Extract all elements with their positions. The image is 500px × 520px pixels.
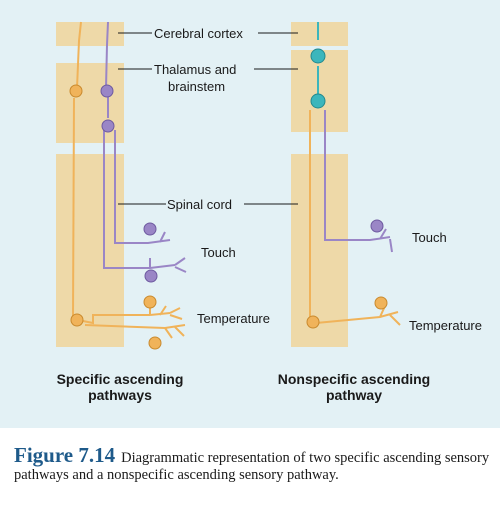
specific-touch-thalamic-neuron <box>100 84 114 98</box>
nonspecific-temp-receptor <box>374 296 388 310</box>
pathway-diagram <box>56 21 401 350</box>
title-specific-line1: Specific ascending <box>56 371 184 387</box>
label-temperature-specific: Temperature <box>197 311 270 326</box>
nonspecific-cortex-block <box>291 22 348 46</box>
specific-touch-neurons <box>100 84 158 283</box>
nonspecific-brainstem-neuron <box>310 93 326 109</box>
specific-temp-thalamic-neuron <box>69 84 83 98</box>
specific-touch-brainstem-neuron <box>101 119 115 133</box>
specific-temp-receptor-lower <box>148 336 162 350</box>
caption-text: Diagrammatic representation of two speci… <box>14 450 490 483</box>
label-thalamus-line2: brainstem <box>168 79 226 94</box>
specific-temp-spinal-neuron <box>70 313 84 327</box>
title-nonspecific-line1: Nonspecific ascending <box>277 371 431 387</box>
label-spinal-cord: Spinal cord <box>167 197 233 212</box>
specific-temp-receptor-upper <box>143 295 157 309</box>
figure-number: Figure 7.14 <box>14 443 116 467</box>
label-thalamus-line1: Thalamus and <box>154 62 237 77</box>
label-temperature-nonspecific: Temperature <box>409 318 482 333</box>
nonspecific-spinal-neuron <box>306 315 320 329</box>
label-cerebral-cortex: Cerebral cortex <box>154 26 243 41</box>
nonspecific-touch-receptor <box>370 219 384 233</box>
title-nonspecific-line2: pathway <box>325 387 382 403</box>
nonspecific-neurons <box>306 48 388 329</box>
nonspecific-cortex-neuron <box>310 48 326 64</box>
specific-touch-pathway <box>103 21 187 273</box>
leader-lines <box>118 32 298 205</box>
title-specific-pathways: Specific ascending pathways <box>30 371 210 403</box>
nonspecific-thalamus-block <box>291 50 348 132</box>
title-nonspecific-pathway: Nonspecific ascending pathway <box>254 371 454 403</box>
nonspecific-spinal-cord-block <box>291 154 348 347</box>
specific-thalamus-block <box>56 63 124 143</box>
label-touch-specific: Touch <box>201 245 236 260</box>
specific-touch-receptor-lower <box>144 269 158 283</box>
title-specific-line2: pathways <box>88 387 152 403</box>
specific-cortex-block <box>56 22 124 46</box>
specific-spinal-cord-block <box>56 154 124 347</box>
specific-temperature-neurons <box>69 84 162 350</box>
label-touch-nonspecific: Touch <box>412 230 447 245</box>
specific-touch-receptor-upper <box>143 222 157 236</box>
